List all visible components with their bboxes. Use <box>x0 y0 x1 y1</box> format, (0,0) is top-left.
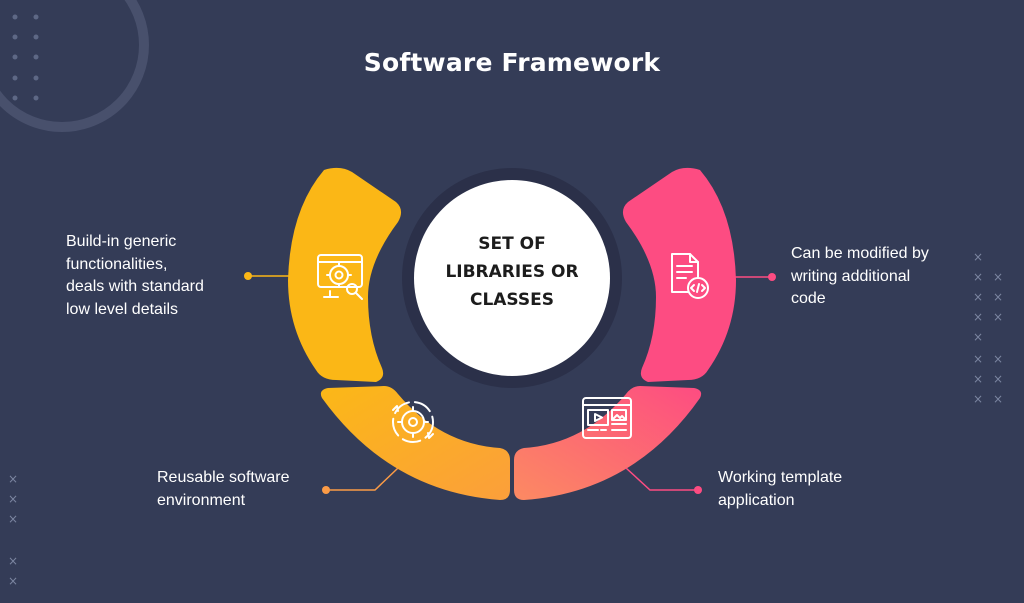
svg-text:×: × <box>973 270 983 284</box>
center-circle <box>414 180 610 376</box>
connector-template <box>625 467 702 494</box>
label-generic: Build-in generic functionalities, deals … <box>66 233 204 318</box>
settings-monitor-icon <box>317 254 363 300</box>
svg-text:×: × <box>973 392 983 406</box>
svg-text:×: × <box>973 250 983 264</box>
svg-text:×: × <box>973 330 983 344</box>
svg-text:×: × <box>973 290 983 304</box>
connector-reusable <box>322 467 399 494</box>
svg-text:×: × <box>8 472 18 486</box>
media-template-icon <box>582 397 632 439</box>
svg-text:×: × <box>993 352 1003 366</box>
connector-modified <box>734 273 776 281</box>
segment-generic <box>288 167 402 382</box>
code-document-icon <box>671 253 709 299</box>
page-title: Software Framework <box>363 48 661 77</box>
svg-text:×: × <box>973 352 983 366</box>
label-modified: Can be modified by writing additional co… <box>791 245 929 307</box>
decorative-x-marks: × × × × × × × × × × × × × × × × × × × <box>8 250 1003 588</box>
svg-text:×: × <box>8 554 18 568</box>
center-label: SET OF LIBRARIES OR CLASSES <box>445 234 579 310</box>
label-template: Working template application <box>718 469 843 509</box>
svg-text:×: × <box>993 290 1003 304</box>
svg-text:×: × <box>973 372 983 386</box>
svg-text:×: × <box>993 372 1003 386</box>
svg-text:×: × <box>993 270 1003 284</box>
svg-text:×: × <box>8 574 18 588</box>
svg-text:×: × <box>993 310 1003 324</box>
connector-generic <box>244 272 290 280</box>
segment-reusable <box>320 386 510 500</box>
segment-modified <box>622 167 736 382</box>
decorative-dots <box>12 14 39 101</box>
svg-text:×: × <box>8 492 18 506</box>
gear-cycle-icon <box>392 401 434 443</box>
decorative-ring <box>0 0 149 132</box>
svg-text:×: × <box>973 310 983 324</box>
svg-text:×: × <box>8 512 18 526</box>
svg-text:×: × <box>993 392 1003 406</box>
segment-template <box>514 386 702 500</box>
label-reusable: Reusable software environment <box>157 469 290 509</box>
